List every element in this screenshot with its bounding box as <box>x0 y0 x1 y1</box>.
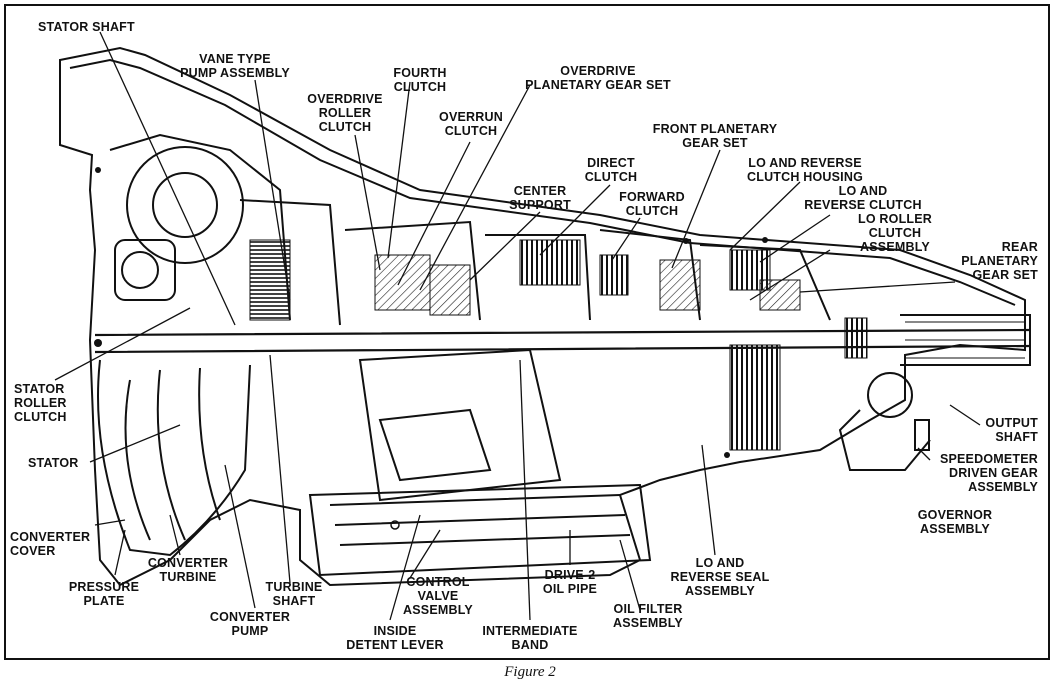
label-stator-shaft: STATOR SHAFT <box>38 20 135 34</box>
label-line: GOVERNOR <box>917 508 993 522</box>
label-line: SPEEDOMETER <box>939 452 1038 466</box>
transmission-case <box>59 46 1031 587</box>
label-line: DRIVEN GEAR <box>948 466 1038 480</box>
label-output-shaft: OUTPUT SHAFT <box>960 416 1038 444</box>
label-rear-planetary-gear-set: REAR PLANETARY GEAR SET <box>940 240 1038 282</box>
label-line: CLUTCH <box>868 226 922 240</box>
label-line: GEAR SET <box>972 268 1038 282</box>
label-turbine-shaft: TURBINE SHAFT <box>258 580 330 608</box>
figure-caption: Figure 2 <box>504 664 556 680</box>
label-pressure-plate: PRESSURE PLATE <box>62 580 146 608</box>
label-line: GEAR SET <box>682 136 748 150</box>
label-line: DRIVE-2 <box>544 568 596 582</box>
label-line: ROLLER <box>318 106 372 120</box>
label-line: OVERDRIVE <box>560 64 636 78</box>
label-line: CENTER <box>513 184 567 198</box>
label-direct-clutch: DIRECT CLUTCH <box>578 156 644 184</box>
label-overrun-clutch: OVERRUN CLUTCH <box>435 110 507 138</box>
label-line: PLANETARY GEAR SET <box>525 78 671 92</box>
leader-lines <box>54 31 981 621</box>
label-line: ASSEMBLY <box>613 616 683 630</box>
label-line: CONVERTER <box>209 610 291 624</box>
label-line: CONVERTER <box>147 556 229 570</box>
label-line: INTERMEDIATE <box>482 624 578 638</box>
label-front-planetary-gear-set: FRONT PLANETARY GEAR SET <box>650 122 780 150</box>
label-line: BAND <box>511 638 549 652</box>
label-line: SHAFT <box>272 594 316 608</box>
label-line: FORWARD <box>619 190 685 204</box>
label-line: ROLLER <box>14 396 67 410</box>
label-line: ASSEMBLY <box>403 603 473 617</box>
label-forward-clutch: FORWARD CLUTCH <box>612 190 692 218</box>
label-inside-detent-lever: INSIDE DETENT LEVER <box>335 624 455 652</box>
label-line: LO AND <box>695 556 745 570</box>
label-oil-filter-assembly: OIL FILTER ASSEMBLY <box>598 602 698 630</box>
label-line: ASSEMBLY <box>860 240 930 254</box>
label-line: PRESSURE <box>68 580 140 594</box>
label-line: LO ROLLER <box>857 212 933 226</box>
label-line: CLUTCH <box>625 204 679 218</box>
label-line: CLUTCH <box>318 120 372 134</box>
label-line: ASSEMBLY <box>685 584 755 598</box>
label-line: LO AND <box>838 184 888 198</box>
label-line: STATOR <box>14 382 65 396</box>
label-drive-2-oil-pipe: DRIVE-2 OIL PIPE <box>530 568 610 596</box>
label-governor-assembly: GOVERNOR ASSEMBLY <box>905 508 1005 536</box>
label-line: COVER <box>10 544 56 558</box>
label-converter-turbine: CONVERTER TURBINE <box>138 556 238 584</box>
label-line: PLATE <box>83 594 125 608</box>
label-line: LO AND REVERSE <box>748 156 862 170</box>
label-line: CLUTCH HOUSING <box>747 170 863 184</box>
label-line: CLUTCH <box>393 80 447 94</box>
label-lo-and-reverse-clutch: LO AND REVERSE CLUTCH <box>798 184 928 212</box>
label-lo-roller-clutch-assembly: LO ROLLER CLUTCH ASSEMBLY <box>845 212 945 254</box>
label-line: CLUTCH <box>584 170 638 184</box>
label-lo-and-reverse-seal-assembly: LO AND REVERSE SEAL ASSEMBLY <box>660 556 780 598</box>
bolt-heads <box>94 167 768 530</box>
label-line: REVERSE SEAL <box>670 570 770 584</box>
label-line: FRONT PLANETARY <box>652 122 778 136</box>
label-line: PLANETARY <box>961 254 1038 268</box>
label-line: VALVE <box>417 589 459 603</box>
label-line: DIRECT <box>587 156 635 170</box>
clutch-packs <box>249 239 868 451</box>
label-line: CONVERTER <box>10 530 91 544</box>
label-line: INSIDE <box>373 624 417 638</box>
label-overdrive-planetary-gear-set: OVERDRIVE PLANETARY GEAR SET <box>518 64 678 92</box>
label-control-valve-assembly: CONTROL VALVE ASSEMBLY <box>398 575 478 617</box>
label-line: OVERDRIVE <box>307 92 383 106</box>
label-intermediate-band: INTERMEDIATE BAND <box>465 624 595 652</box>
label-line: OIL FILTER <box>613 602 683 616</box>
label-line: OUTPUT <box>985 416 1038 430</box>
label-stator: STATOR <box>28 456 79 470</box>
label-line: DETENT LEVER <box>346 638 444 652</box>
label-line: TURBINE <box>159 570 217 584</box>
label-line: CONTROL <box>406 575 470 589</box>
label-converter-pump: CONVERTER PUMP <box>200 610 300 638</box>
label-line: FOURTH <box>393 66 447 80</box>
label-overdrive-roller-clutch: OVERDRIVE ROLLER CLUTCH <box>305 92 385 134</box>
label-vane-type-pump-assembly: VANE TYPE PUMP ASSEMBLY <box>165 52 305 80</box>
label-speedometer-driven-gear-assembly: SPEEDOMETER DRIVEN GEAR ASSEMBLY <box>920 452 1038 494</box>
label-line: ASSEMBLY <box>968 480 1038 494</box>
label-stator-roller-clutch: STATOR ROLLER CLUTCH <box>14 382 67 424</box>
label-line: SHAFT <box>995 430 1038 444</box>
label-line: ASSEMBLY <box>920 522 990 536</box>
label-converter-cover: CONVERTER COVER <box>10 530 90 558</box>
label-line: PUMP <box>231 624 269 638</box>
label-line: OIL PIPE <box>542 582 598 596</box>
label-line: CLUTCH <box>444 124 498 138</box>
label-line: VANE TYPE <box>199 52 271 66</box>
label-center-support: CENTER SUPPORT <box>498 184 582 212</box>
label-fourth-clutch: FOURTH CLUTCH <box>390 66 450 94</box>
label-line: REAR <box>1001 240 1038 254</box>
label-line: REVERSE CLUTCH <box>804 198 922 212</box>
label-line: CLUTCH <box>14 410 67 424</box>
label-line: SUPPORT <box>509 198 571 212</box>
label-line: PUMP ASSEMBLY <box>180 66 290 80</box>
label-lo-and-reverse-clutch-housing: LO AND REVERSE CLUTCH HOUSING <box>740 156 870 184</box>
label-line: TURBINE <box>265 580 323 594</box>
label-line: OVERRUN <box>439 110 503 124</box>
